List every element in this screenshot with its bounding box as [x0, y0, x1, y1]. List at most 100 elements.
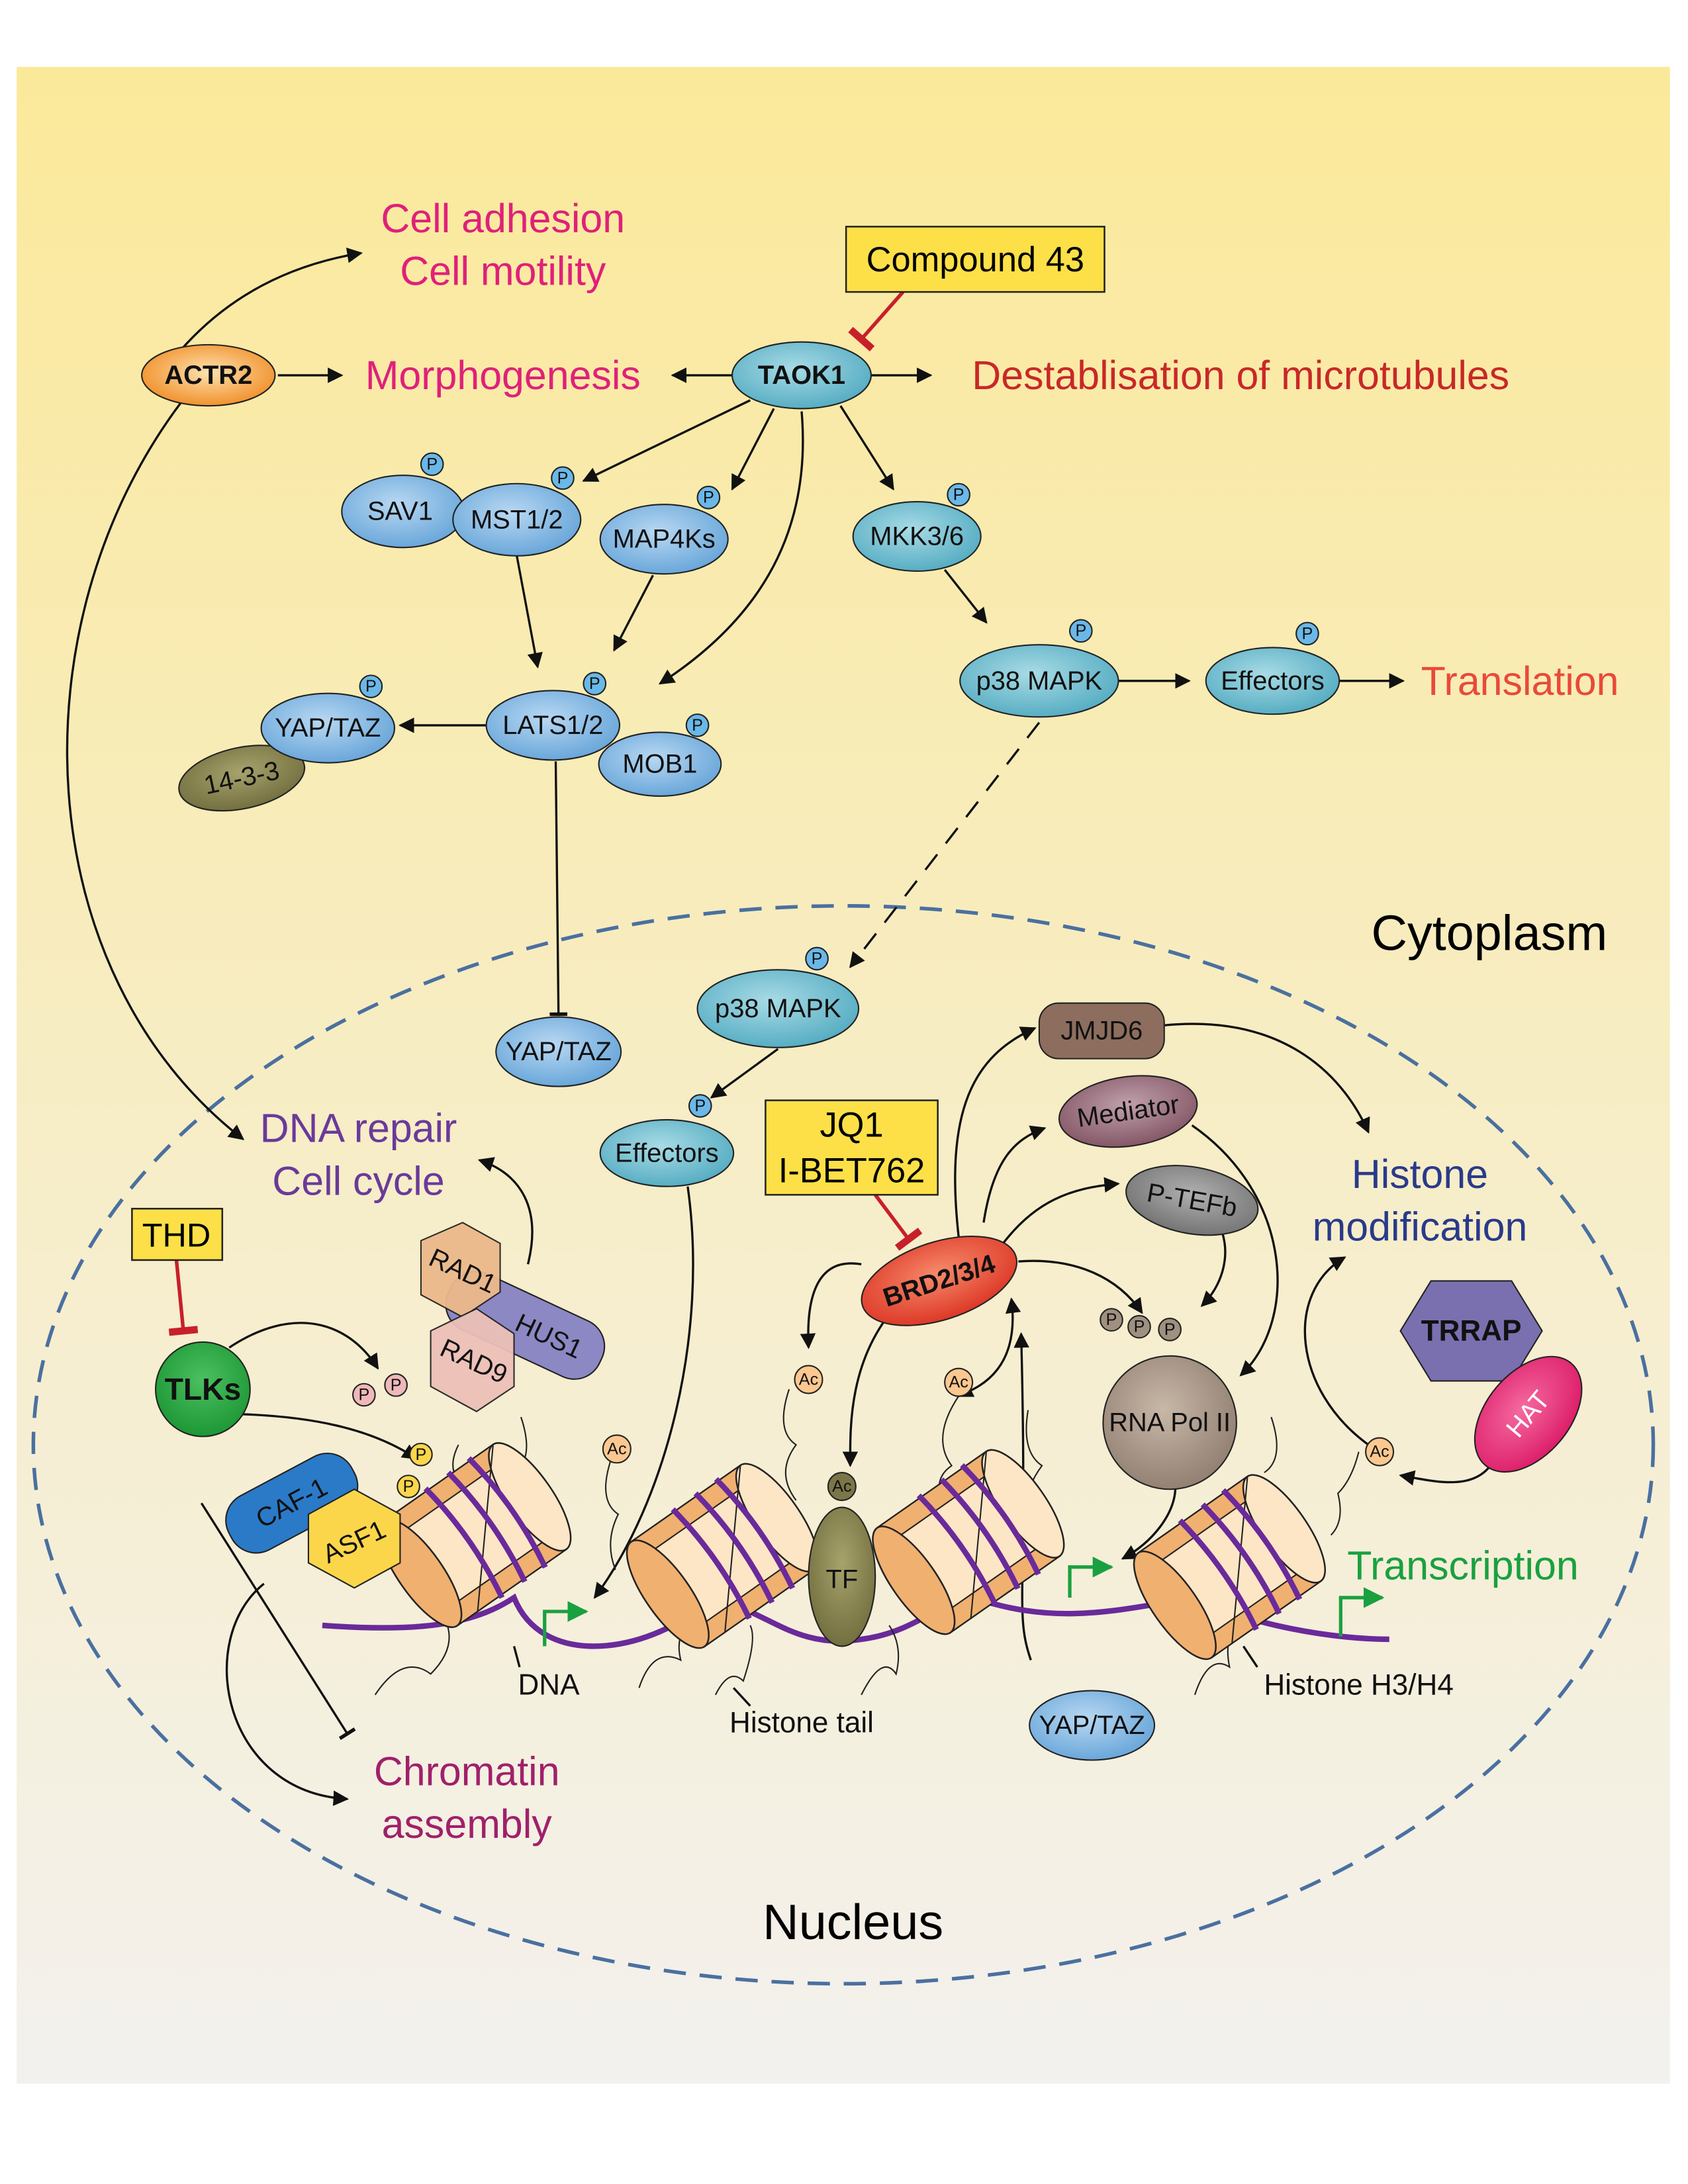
trrap-label: TRRAP [1421, 1314, 1522, 1347]
svg-text:P: P [694, 1097, 706, 1115]
mkk36-label: MKK3/6 [870, 522, 964, 551]
svg-text:P: P [365, 677, 377, 696]
compound-43-box: Compound 43 [845, 226, 1105, 293]
yap-taz-nuclear-node [495, 1016, 622, 1087]
p-tefb-node [1125, 1165, 1259, 1236]
svg-text:I-BET762: I-BET762 [778, 1152, 925, 1191]
yap-taz-dna-node [1029, 1690, 1156, 1761]
rad9-node [430, 1308, 515, 1412]
histone-label: Histone [1352, 1152, 1488, 1197]
nucleus-label: Nucleus [763, 1895, 943, 1950]
svg-text:P: P [416, 1445, 427, 1464]
mob1-label: MOB1 [622, 750, 697, 779]
yap-taz-dna-label: YAP/TAZ [1039, 1711, 1145, 1740]
transcription-start-icon [1068, 1557, 1114, 1598]
lats12-node [485, 690, 621, 761]
nucleus-membrane [31, 904, 1656, 1986]
morphogenesis-label: Morphogenesis [365, 353, 641, 398]
p38-mapk-node [959, 644, 1119, 718]
sav1-label: SAV1 [367, 497, 433, 526]
svg-text:P: P [1164, 1320, 1176, 1339]
svg-text:Ac: Ac [832, 1477, 851, 1496]
rna-pol-ii-node [1102, 1355, 1237, 1490]
actr2-node [141, 343, 276, 407]
translation-label: Translation [1421, 659, 1619, 704]
histone-tail-annotation: Histone tail [729, 1706, 874, 1739]
chromatin-label: Chromatin [374, 1749, 560, 1794]
taok1-label: TAOK1 [758, 361, 845, 390]
assembly-label: assembly [382, 1801, 553, 1846]
svg-text:P: P [1106, 1310, 1117, 1329]
transcription-label: Transcription [1347, 1543, 1579, 1588]
p38-mapk-nuclear-label: p38 MAPK [715, 994, 841, 1023]
mkk36-node [852, 500, 982, 572]
svg-text:P: P [403, 1477, 414, 1496]
modification-label: modification [1313, 1205, 1528, 1250]
edges [66, 248, 1502, 1806]
thd-box: THD [131, 1208, 224, 1261]
svg-text:P: P [812, 950, 823, 968]
dna-annotation: DNA [518, 1669, 580, 1702]
rna-pol-ii-label: RNA Pol II [1109, 1408, 1231, 1437]
svg-text:P: P [703, 488, 714, 507]
jmjd6-label: JMJD6 [1060, 1017, 1143, 1046]
svg-text:P: P [391, 1376, 402, 1394]
cell-motility-label: Cell motility [400, 249, 606, 294]
svg-text:P: P [589, 674, 600, 693]
mediator-node [1058, 1075, 1198, 1148]
svg-text:P: P [1134, 1318, 1145, 1336]
svg-text:JQ1: JQ1 [820, 1106, 883, 1144]
svg-text:Ac: Ac [607, 1439, 626, 1458]
yap-taz-nuclear-label: YAP/TAZ [506, 1037, 612, 1066]
cytoplasm-label: Cytoplasm [1371, 906, 1607, 962]
taok1-node [731, 341, 872, 410]
map4ks-node [599, 504, 729, 575]
svg-text:P: P [953, 486, 964, 504]
tlks-node [155, 1341, 251, 1437]
asf1-node [307, 1488, 401, 1589]
effectors-nuclear-label: Effectors [615, 1138, 719, 1167]
effectors-node [1205, 647, 1340, 715]
svg-text:P: P [1075, 621, 1086, 640]
mst12-node [452, 482, 582, 557]
actr2-label: ACTR2 [164, 361, 252, 390]
yap-taz-node [260, 692, 396, 764]
svg-text:Compound 43: Compound 43 [867, 241, 1085, 279]
microtubules-label: Destablisation of microtubules [972, 353, 1509, 398]
transcription-start-icon [543, 1601, 588, 1647]
svg-text:P: P [358, 1386, 369, 1404]
lats12-label: LATS1/2 [502, 711, 603, 740]
p38-mapk-label: p38 MAPK [976, 666, 1103, 696]
svg-text:THD: THD [142, 1216, 211, 1254]
effectors-nuclear-node [599, 1118, 735, 1187]
rad1-node [420, 1222, 501, 1318]
jmjd6-node [1038, 1002, 1165, 1060]
svg-text:P: P [557, 469, 569, 487]
dna-repair-label: DNA repair [260, 1106, 457, 1151]
brd234-node [861, 1236, 1018, 1326]
transcription-start-icon [1338, 1587, 1385, 1637]
caf1-node [225, 1452, 359, 1554]
tf-label: TF [826, 1565, 859, 1594]
cell-cycle-label: Cell cycle [272, 1158, 444, 1203]
background-panel [17, 67, 1670, 2084]
yap-taz-label: YAP/TAZ [275, 713, 381, 743]
svg-text:Ac: Ac [949, 1373, 968, 1392]
mob1-node [598, 731, 722, 797]
tlks-label: TLKs [165, 1372, 241, 1406]
mst12-label: MST1/2 [471, 505, 563, 534]
14-3-3-node [178, 745, 306, 812]
cell-adhesion-label: Cell adhesion [381, 196, 625, 241]
hat-node [1474, 1355, 1583, 1473]
svg-text:Ac: Ac [1370, 1443, 1389, 1461]
histone-h3h4-annotation: Histone H3/H4 [1264, 1669, 1454, 1702]
tf-node [808, 1506, 876, 1647]
svg-text:P: P [1302, 624, 1313, 643]
svg-text:P: P [692, 716, 703, 735]
effectors-label: Effectors [1221, 666, 1325, 696]
svg-text:P: P [426, 455, 438, 473]
p38-mapk-nuclear-node [696, 969, 860, 1048]
